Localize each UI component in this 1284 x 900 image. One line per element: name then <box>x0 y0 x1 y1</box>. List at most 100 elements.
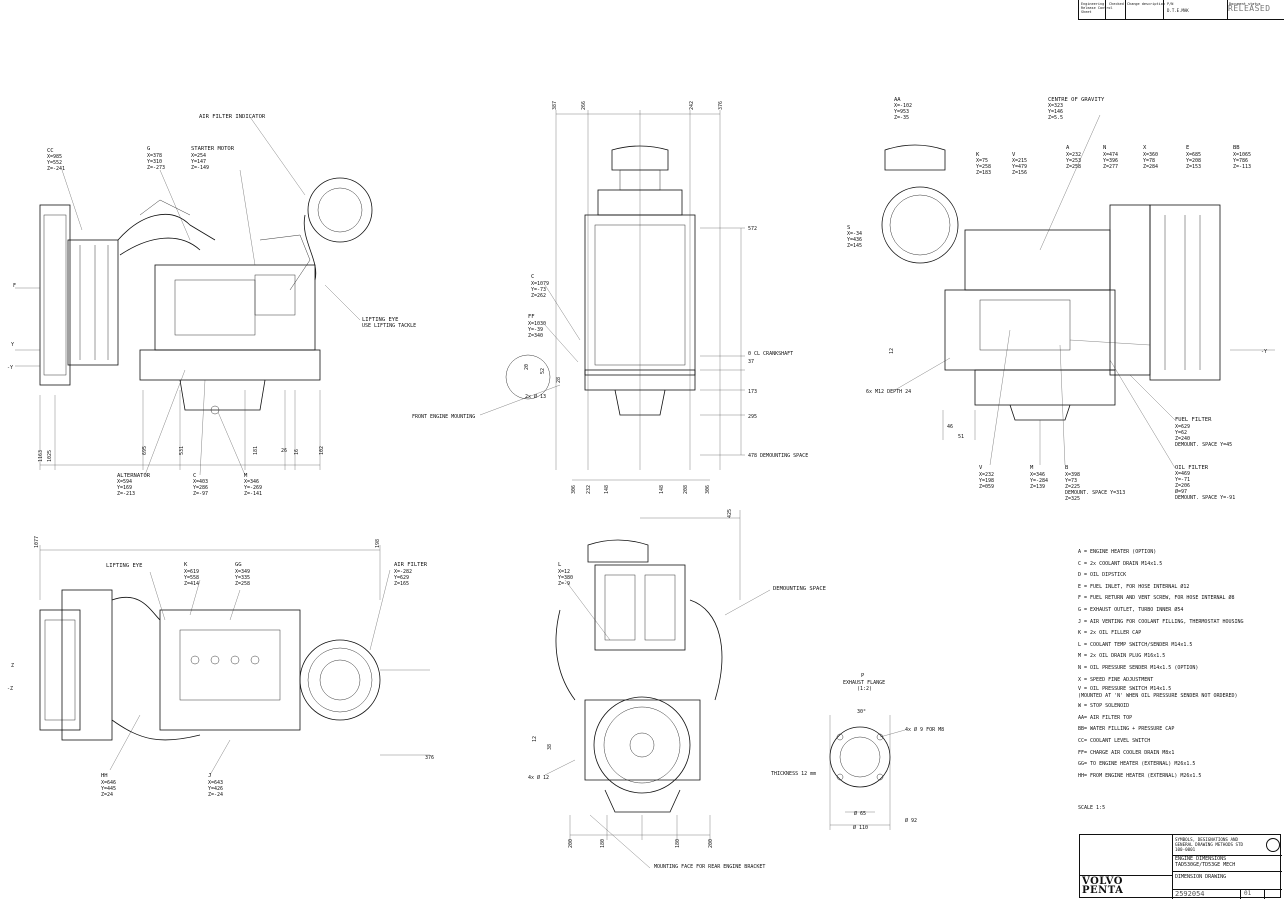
callout-air-z: Z=165 <box>394 581 409 587</box>
callout-x: X <box>1143 145 1147 151</box>
callout-j: J <box>208 773 211 779</box>
callout-k-z: Z=183 <box>976 170 991 176</box>
header-col4: P/N <box>1167 2 1174 6</box>
callout-fuel-x: X=629 <box>1175 424 1190 430</box>
rear-holes: 4x Ø 12 <box>528 774 549 781</box>
callout-lift-note: USE LIFTING TACKLE <box>362 323 416 329</box>
callout-x-x: X=360 <box>1143 152 1158 158</box>
callout-vb-x: X=232 <box>979 472 994 478</box>
legend-item: CC= COOLANT LEVEL SWITCH <box>1078 737 1151 744</box>
legend-item: A = ENGINE HEATER (OPTION) <box>1078 549 1157 555</box>
dim-266: 266 <box>581 101 587 110</box>
callout-a-y: Y=253 <box>1066 158 1081 164</box>
view-front <box>479 110 745 481</box>
callout-cc-y: Y=552 <box>47 160 62 166</box>
callout-ff-z: Z=340 <box>528 333 543 339</box>
title-block: SYMBOLS, DESIGNATIONS AND GENERAL DRAWIN… <box>1079 834 1282 899</box>
callout-starter-x: X=254 <box>191 153 206 159</box>
header-col2: Checked <box>1109 2 1124 6</box>
callout-starter: STARTER MOTOR <box>191 146 235 152</box>
bdim-3: 148 <box>659 485 665 494</box>
flange-subtitle: EXHAUST FLANGE <box>843 680 885 686</box>
demount-space-front: 478 DEMOUNTING SPACE <box>748 453 808 459</box>
callout-m3: M <box>1030 465 1034 471</box>
rear-thickness: THICKNESS 12 mm <box>771 771 816 777</box>
flange-d92: Ø 92 <box>905 817 917 824</box>
callout-vb-y: Y=198 <box>979 478 994 484</box>
dim-16: 16 <box>294 449 300 455</box>
flange-angle: 30° <box>857 709 866 715</box>
callout-e: E <box>1186 145 1189 151</box>
bdim-5: 306 <box>705 485 711 494</box>
callout-s-x: X=-34 <box>847 231 862 237</box>
dim-37: 37 <box>748 359 754 365</box>
mount-d2: 52 <box>540 368 546 374</box>
callout-air-x: X=-282 <box>394 569 412 575</box>
legend-item: X = SPEED FINE ADJUSTMENT <box>1078 676 1154 683</box>
callout-ff: FF <box>528 314 535 320</box>
callout-fuel-y: Y=62 <box>1175 430 1187 436</box>
header-col3: Change description <box>1127 2 1165 6</box>
front-mount-label: FRONT ENGINE MOUNTING <box>412 414 475 420</box>
dim-376b: 376 <box>425 755 434 761</box>
callout-j-y: Y=426 <box>208 786 223 792</box>
callout-g-z: Z=-273 <box>147 165 165 171</box>
callout-g-y: Y=310 <box>147 159 162 165</box>
callout-hh-z: Z=24 <box>101 792 113 798</box>
callout-x-y: Y=78 <box>1143 158 1155 164</box>
flange-d65: Ø 65 <box>854 810 866 817</box>
callout-gg-x: X=349 <box>235 569 250 575</box>
v3-axis: -Y <box>1261 349 1267 355</box>
rear-face: MOUNTING FACE FOR REAR ENGINE BRACKET <box>654 864 765 870</box>
callout-l-y: Y=380 <box>558 575 573 581</box>
callout-cc-z: Z=-241 <box>47 166 65 172</box>
callout-k-x: X=75 <box>976 158 988 164</box>
callout-vb-z: Z=059 <box>979 484 994 490</box>
title-issue: 01 <box>1244 890 1252 897</box>
legend-item: FF= CHARGE AIR COOLER DRAIN M8x1 <box>1078 749 1175 756</box>
legend-item: K = 2x OIL FILLER CAP <box>1078 630 1142 637</box>
logo-line-2: PENTA <box>1082 885 1124 896</box>
title-1: ENGINE DIMENSIONS <box>1175 856 1227 862</box>
callout-c2-z: Z=262 <box>531 293 546 299</box>
callout-cog-x: X=323 <box>1048 103 1063 109</box>
callout-airind: AIR FILTER INDICATOR <box>199 114 266 120</box>
flange-d110: Ø 110 <box>853 824 868 831</box>
callout-m1-y: Y=-269 <box>244 485 262 491</box>
rear-d1: 12 <box>532 736 538 742</box>
legend-item: E = FUEL INLET, FOR HOSE INTERNAL Ø12 <box>1078 583 1190 590</box>
dim-1163: 1163 <box>38 450 44 462</box>
dim-1025: 1025 <box>47 450 53 462</box>
axis-z: Z <box>11 663 14 669</box>
callout-j-x: X=643 <box>208 780 223 786</box>
callout-ff-y: Y=-39 <box>528 327 543 333</box>
callout-l: L <box>558 562 562 568</box>
callout-m3-z: Z=139 <box>1030 484 1045 490</box>
title-notes: SYMBOLS, DESIGNATIONS AND GENERAL DRAWIN… <box>1175 837 1244 852</box>
callout-v3-z: Z=156 <box>1012 170 1027 176</box>
callout-oil-x: X=469 <box>1175 471 1190 477</box>
projection-symbol <box>1266 838 1280 852</box>
callout-s: S <box>847 225 850 231</box>
callout-alt-z: Z=-213 <box>117 491 135 497</box>
callout-e-y: Y=208 <box>1186 158 1201 164</box>
callout-vb: V <box>979 465 983 471</box>
callout-n-y: Y=396 <box>1103 158 1118 164</box>
axis-f: F <box>13 283 16 289</box>
front-mount-holes: 2x Ø 13 <box>525 393 546 400</box>
legend-item: M = 2x OIL DRAIN PLUG M16x1.5 <box>1078 653 1166 660</box>
callout-e-z: Z=153 <box>1186 164 1201 170</box>
legend-item: D = OIL DIPSTICK <box>1078 572 1127 579</box>
callout-l-x: X=12 <box>558 569 570 575</box>
callout-oil: OIL FILTER <box>1175 465 1209 471</box>
legend: A = ENGINE HEATER (OPTION) C = 2x COOLAN… <box>1078 547 1278 782</box>
callout-k: K <box>976 152 980 158</box>
callout-gg-z: Z=258 <box>235 581 250 587</box>
callout-gg: GG <box>235 562 242 568</box>
dim-531: 531 <box>179 446 185 455</box>
mount-d1: 20 <box>524 364 530 370</box>
callout-oil-z: Z=206 <box>1175 483 1190 489</box>
callout-k-y: Y=258 <box>976 164 991 170</box>
thread-m12: 6x M12 DEPTH 24 <box>866 389 911 395</box>
callout-s-z: Z=145 <box>847 243 862 249</box>
